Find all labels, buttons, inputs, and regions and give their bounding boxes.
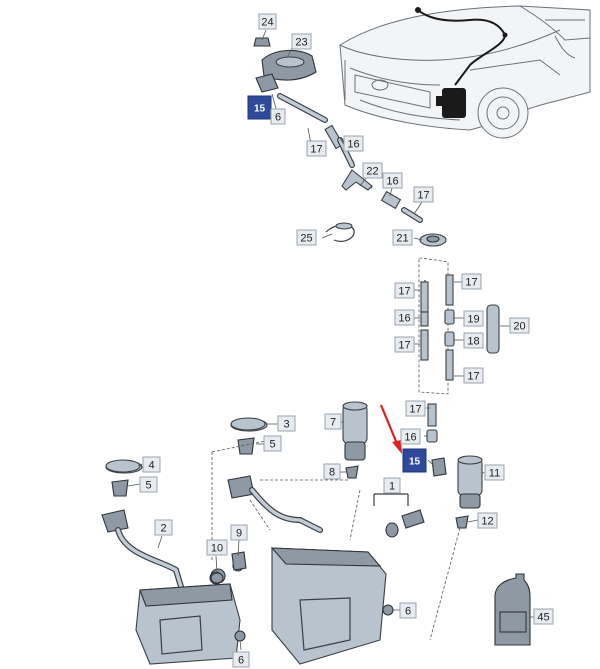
red-indicator-arrow bbox=[379, 404, 402, 454]
svg-text:5: 5 bbox=[145, 480, 151, 492]
svg-text:1: 1 bbox=[389, 481, 395, 493]
callout-4[interactable]: 4 bbox=[142, 456, 161, 473]
svg-text:3: 3 bbox=[283, 419, 289, 431]
grommets-1 bbox=[373, 493, 425, 538]
callout-45[interactable]: 45 bbox=[533, 608, 554, 625]
svg-text:20: 20 bbox=[513, 321, 525, 333]
svg-text:7: 7 bbox=[330, 417, 336, 429]
callout-2[interactable]: 2 bbox=[154, 519, 173, 536]
svg-text:16: 16 bbox=[398, 313, 410, 325]
callout-25[interactable]: 25 bbox=[296, 229, 317, 246]
callout-20[interactable]: 20 bbox=[509, 317, 530, 334]
svg-text:15: 15 bbox=[409, 457, 421, 468]
callout-16-a[interactable]: 16 bbox=[343, 135, 364, 152]
svg-text:17: 17 bbox=[417, 190, 429, 202]
callout-17-a[interactable]: 17 bbox=[306, 140, 327, 157]
callout-1[interactable]: 1 bbox=[383, 477, 401, 494]
callout-16-d[interactable]: 16 bbox=[400, 428, 421, 445]
svg-text:19: 19 bbox=[467, 314, 479, 326]
svg-text:16: 16 bbox=[347, 139, 359, 151]
svg-text:22: 22 bbox=[366, 166, 378, 178]
callout-17-b[interactable]: 17 bbox=[413, 186, 434, 203]
callout-15-upper[interactable]: 15 bbox=[247, 95, 272, 120]
svg-text:45: 45 bbox=[537, 612, 549, 624]
callout-10[interactable]: 10 bbox=[206, 539, 228, 556]
callout-16-b[interactable]: 16 bbox=[382, 172, 403, 189]
svg-text:6: 6 bbox=[238, 655, 244, 667]
callout-22[interactable]: 22 bbox=[362, 162, 383, 179]
callout-18[interactable]: 18 bbox=[463, 332, 484, 349]
svg-text:17: 17 bbox=[467, 371, 479, 383]
reservoir-left bbox=[101, 460, 246, 665]
leader-lines bbox=[127, 29, 534, 651]
svg-text:10: 10 bbox=[211, 543, 223, 555]
small-fittings bbox=[210, 551, 247, 584]
clip-and-grommet bbox=[325, 222, 447, 247]
callout-24[interactable]: 24 bbox=[258, 13, 277, 30]
svg-text:15: 15 bbox=[254, 104, 266, 115]
svg-text:18: 18 bbox=[467, 336, 479, 348]
mid-hose-set bbox=[418, 257, 500, 395]
car-front-illustration bbox=[339, 5, 591, 139]
callout-11[interactable]: 11 bbox=[484, 464, 505, 481]
callout-5-right[interactable]: 5 bbox=[263, 435, 282, 452]
svg-text:4: 4 bbox=[148, 460, 154, 472]
caps-3-4 bbox=[105, 417, 266, 473]
svg-text:8: 8 bbox=[329, 467, 335, 479]
upper-nozzle-assembly bbox=[253, 37, 423, 223]
svg-text:17: 17 bbox=[398, 286, 410, 298]
svg-text:5: 5 bbox=[269, 439, 275, 451]
svg-text:16: 16 bbox=[404, 432, 416, 444]
callout-17-e[interactable]: 17 bbox=[394, 336, 415, 353]
callout-16-c[interactable]: 16 bbox=[394, 309, 415, 326]
pump-left-7 bbox=[342, 401, 368, 479]
callout-19[interactable]: 19 bbox=[463, 310, 484, 327]
callout-tags: 24 23 15 6 16 17 22 16 17 25 21 17 17 16… bbox=[139, 13, 554, 668]
svg-text:17: 17 bbox=[409, 404, 421, 416]
lower-hose-to-pump bbox=[426, 403, 447, 477]
svg-text:6: 6 bbox=[405, 606, 411, 618]
svg-text:16: 16 bbox=[386, 176, 398, 188]
svg-text:11: 11 bbox=[489, 468, 500, 480]
callout-23[interactable]: 23 bbox=[291, 33, 312, 50]
callout-15-lower[interactable]: 15 bbox=[402, 448, 427, 473]
svg-text:6: 6 bbox=[275, 112, 281, 124]
callout-5-left[interactable]: 5 bbox=[139, 476, 158, 493]
svg-text:17: 17 bbox=[310, 144, 322, 156]
callout-7[interactable]: 7 bbox=[324, 413, 342, 430]
pump-right-11 bbox=[455, 455, 483, 529]
callout-6-upper[interactable]: 6 bbox=[270, 108, 286, 125]
svg-text:12: 12 bbox=[481, 516, 493, 528]
svg-text:17: 17 bbox=[398, 340, 410, 352]
svg-text:25: 25 bbox=[300, 233, 312, 245]
svg-text:21: 21 bbox=[396, 233, 408, 245]
washer-fluid-bottle bbox=[494, 573, 531, 646]
callout-3[interactable]: 3 bbox=[277, 415, 296, 432]
callout-17-f[interactable]: 17 bbox=[463, 367, 484, 384]
callout-12[interactable]: 12 bbox=[477, 512, 498, 529]
svg-text:2: 2 bbox=[160, 523, 166, 535]
svg-text:17: 17 bbox=[465, 277, 477, 289]
callout-9[interactable]: 9 bbox=[230, 524, 248, 541]
callout-6-right[interactable]: 6 bbox=[399, 602, 417, 619]
svg-text:24: 24 bbox=[261, 17, 273, 29]
callout-17-g[interactable]: 17 bbox=[405, 400, 426, 417]
svg-text:23: 23 bbox=[295, 37, 307, 49]
callout-6-left[interactable]: 6 bbox=[232, 651, 250, 668]
callout-8[interactable]: 8 bbox=[323, 463, 341, 480]
callout-21[interactable]: 21 bbox=[392, 229, 413, 246]
svg-text:9: 9 bbox=[236, 528, 242, 540]
callout-17-c[interactable]: 17 bbox=[461, 273, 482, 290]
callout-17-d[interactable]: 17 bbox=[394, 282, 415, 299]
